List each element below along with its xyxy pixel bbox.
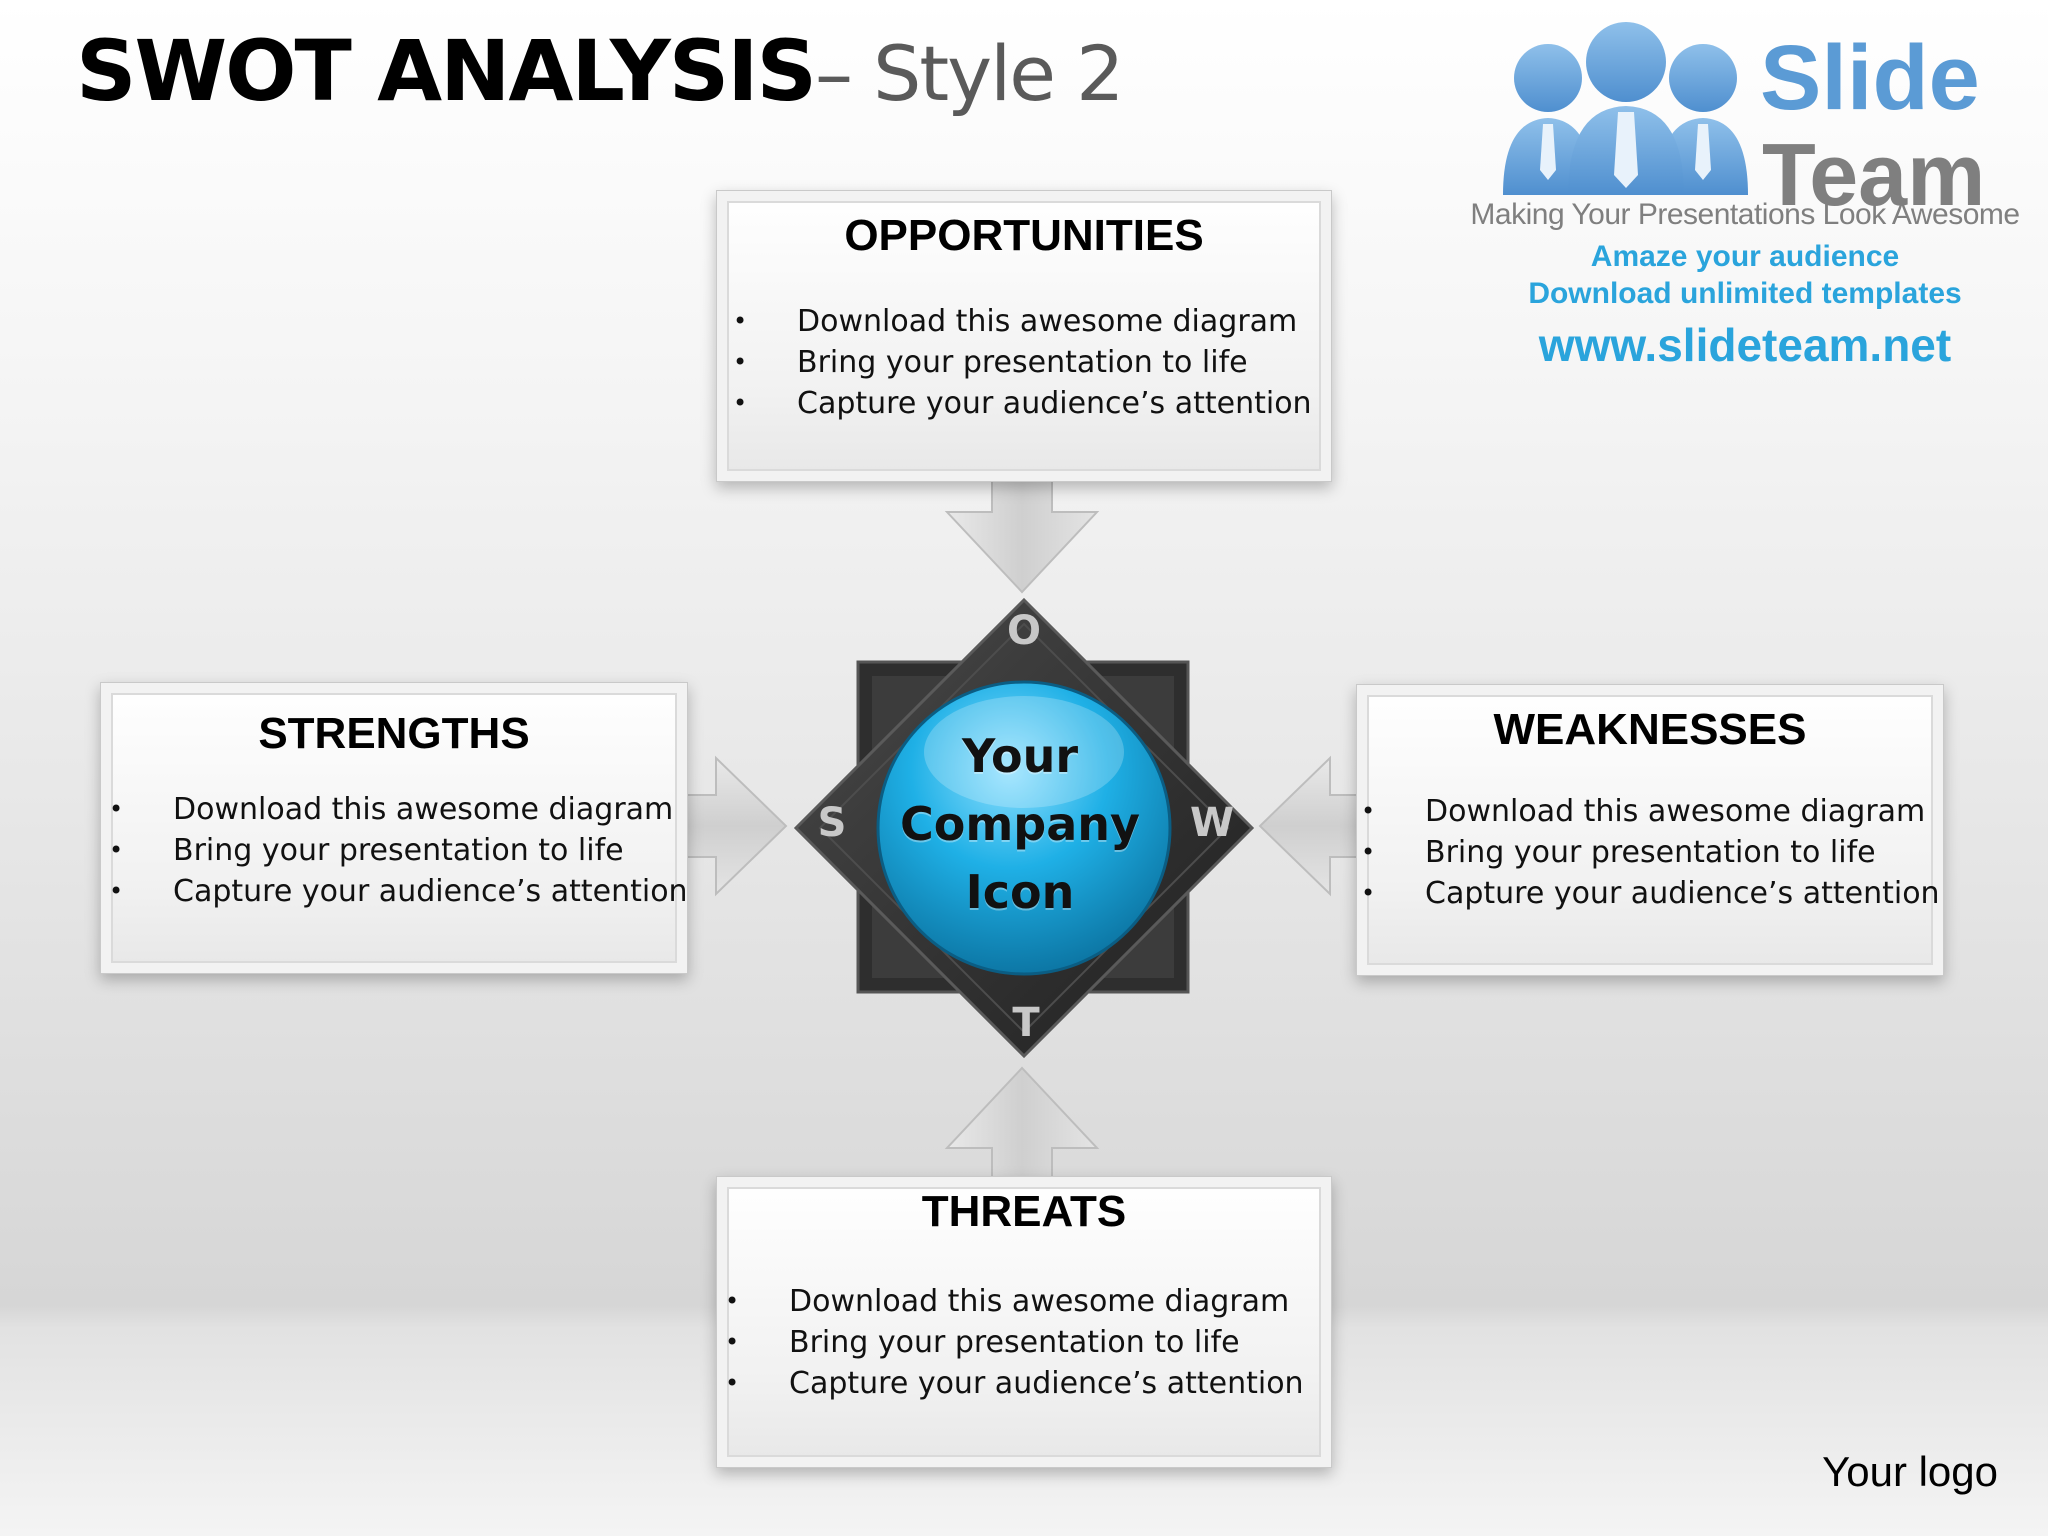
list-item: Download this awesome diagram xyxy=(1361,791,1940,832)
list-item: Bring your presentation to life xyxy=(733,342,1312,383)
company-icon-circle xyxy=(876,680,1172,976)
list-item: Bring your presentation to life xyxy=(725,1322,1304,1363)
letter-o: O xyxy=(1006,608,1041,654)
arrow-up xyxy=(944,1066,1100,1179)
brand-name-line2: Team xyxy=(1762,125,1986,224)
opportunities-list: Download this awesome diagram Bring your… xyxy=(733,301,1312,424)
letter-t: T xyxy=(1012,1000,1040,1046)
letter-w: W xyxy=(1190,800,1235,846)
list-item: Download this awesome diagram xyxy=(733,301,1312,342)
title-sub: – Style 2 xyxy=(814,29,1125,118)
list-item: Capture your audience’s attention xyxy=(109,871,688,912)
slide-title: SWOT ANALYSIS– Style 2 xyxy=(76,22,1125,120)
list-item: Download this awesome diagram xyxy=(725,1281,1304,1322)
logo-placeholder: Your logo xyxy=(1822,1448,1998,1495)
threats-box: THREATS Download this awesome diagram Br… xyxy=(716,1176,1332,1468)
people-icon xyxy=(1503,22,1748,195)
strengths-box: STRENGTHS Download this awesome diagram … xyxy=(100,682,688,974)
weaknesses-heading: WEAKNESSES xyxy=(1493,705,1807,754)
strengths-list: Download this awesome diagram Bring your… xyxy=(109,789,688,912)
company-icon-line2: Company xyxy=(900,797,1140,851)
company-icon-line1: Your xyxy=(961,729,1079,783)
list-item: Capture your audience’s attention xyxy=(733,383,1312,424)
title-main: SWOT ANALYSIS xyxy=(76,22,817,120)
brand-logo: Slide Team Making Your Presentations Loo… xyxy=(1470,20,2020,380)
threats-list: Download this awesome diagram Bring your… xyxy=(725,1281,1304,1404)
brand-promo-1: Amaze your audience xyxy=(1590,240,1900,273)
opportunities-box: OPPORTUNITIES Download this awesome diag… xyxy=(716,190,1332,482)
list-item: Bring your presentation to life xyxy=(109,830,688,871)
weaknesses-box: WEAKNESSES Download this awesome diagram… xyxy=(1356,684,1944,976)
company-icon-text: Your Company Icon xyxy=(890,722,1150,926)
weaknesses-list: Download this awesome diagram Bring your… xyxy=(1361,791,1940,914)
strengths-heading: STRENGTHS xyxy=(258,709,530,758)
brand-url[interactable]: www.slideteam.net xyxy=(1538,319,1952,371)
brand-tagline: Making Your Presentations Look Awesome xyxy=(1470,198,2020,231)
list-item: Capture your audience’s attention xyxy=(1361,873,1940,914)
opportunities-heading: OPPORTUNITIES xyxy=(844,211,1204,260)
list-item: Capture your audience’s attention xyxy=(725,1363,1304,1404)
company-icon-line3: Icon xyxy=(965,865,1075,919)
list-item: Bring your presentation to life xyxy=(1361,832,1940,873)
brand-promo-2: Download unlimited templates xyxy=(1528,277,1962,310)
threats-heading: THREATS xyxy=(921,1187,1127,1236)
list-item: Download this awesome diagram xyxy=(109,789,688,830)
letter-s: S xyxy=(817,800,847,846)
brand-name-line1: Slide xyxy=(1760,27,1980,129)
